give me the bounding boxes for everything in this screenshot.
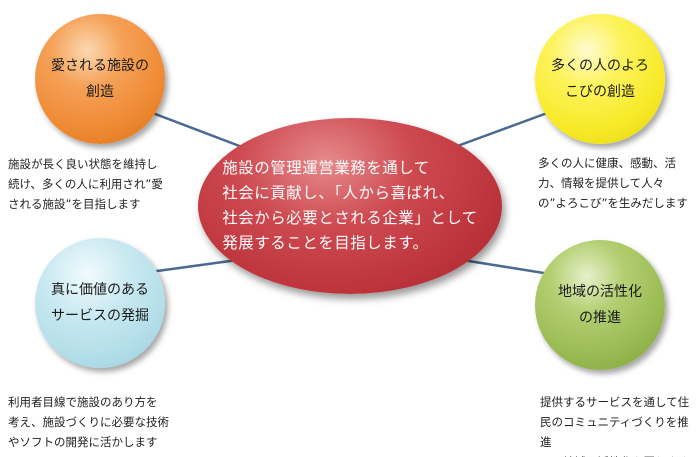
node-top-left-description: 施設が長く良い状態を維持し 続け、多くの人に利用され”愛 される施設”を目指しま… [8, 157, 163, 211]
center-ellipse: 施設の管理運営業務を通して 社会に貢献し、「人から喜ばれ、 社会から必要とされる… [198, 118, 502, 294]
node-bottom-right-description: 提供するサービスを通して住 民のコミュニティづくりを推進 し、地域の活性化を図り… [540, 395, 690, 457]
node-top-right: 多くの人のよろ こびの創造 [535, 14, 665, 144]
node-top-left: 愛される施設の 創造 [35, 14, 165, 144]
connector-top-left [149, 110, 251, 152]
center-statement: 施設の管理運営業務を通して 社会に貢献し、「人から喜ばれ、 社会から必要とされる… [222, 159, 478, 252]
node-top-right-title: 多くの人のよろ こびの創造 [551, 58, 649, 100]
node-top-left-title: 愛される施設の 創造 [51, 58, 149, 100]
node-bottom-left-title: 真に価値のある サービスの発掘 [51, 282, 149, 324]
node-bottom-left: 真に価値のある サービスの発掘 [35, 238, 165, 368]
node-bottom-right: 地域の活性化 の推進 [535, 240, 665, 370]
node-bottom-left-description: 利用者目線で施設のあり方を 考え、施設づくりに必要な技術 やソフトの開発に活かし… [8, 395, 169, 449]
connector-top-right [451, 110, 551, 150]
node-top-right-description: 多くの人に健康、感動、活 力、情報を提供して人々 の”よろこび”を生みだします [538, 156, 688, 210]
node-bottom-right-title: 地域の活性化 の推進 [558, 284, 642, 326]
